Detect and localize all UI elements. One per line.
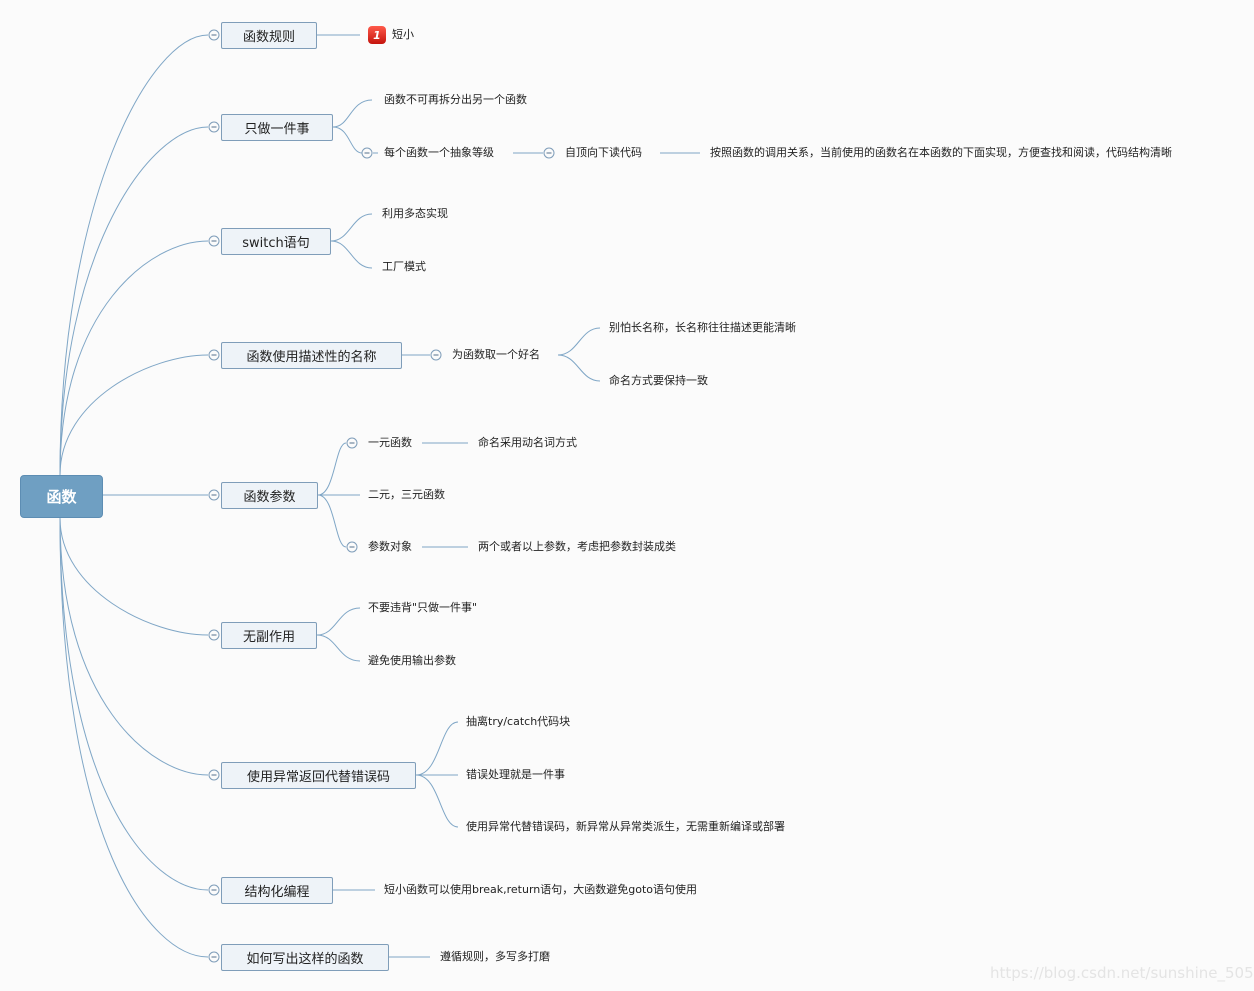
collapse-toggle-icon[interactable] <box>208 489 220 501</box>
collapse-toggle-icon[interactable] <box>346 541 358 553</box>
leaf-top-down-reading[interactable]: 自顶向下读代码 <box>565 146 642 159</box>
collapse-toggle-icon[interactable] <box>208 629 220 641</box>
leaf-dyadic-triadic[interactable]: 二元，三元函数 <box>368 488 445 501</box>
collapse-toggle-icon[interactable] <box>208 235 220 247</box>
topic-do-one-thing[interactable]: 只做一件事 <box>221 114 333 141</box>
leaf-no-further-split[interactable]: 函数不可再拆分出另一个函数 <box>384 93 527 106</box>
leaf-error-handling-is-one-thing[interactable]: 错误处理就是一件事 <box>466 768 565 781</box>
collapse-toggle-icon[interactable] <box>361 147 373 159</box>
leaf-avoid-output-args[interactable]: 避免使用输出参数 <box>368 654 456 667</box>
topic-descriptive-names[interactable]: 函数使用描述性的名称 <box>221 342 402 369</box>
leaf-short[interactable]: 短小 <box>392 28 414 41</box>
leaf-follow-rules[interactable]: 遵循规则，多写多打磨 <box>440 950 550 963</box>
topic-no-side-effects[interactable]: 无副作用 <box>221 622 317 649</box>
topic-switch-statement[interactable]: switch语句 <box>221 228 331 255</box>
topic-function-rules[interactable]: 函数规则 <box>221 22 317 49</box>
root-topic[interactable]: 函数 <box>20 475 103 518</box>
leaf-exceptions-derive[interactable]: 使用异常代替错误码，新异常从异常类派生，无需重新编译或部署 <box>466 820 785 833</box>
leaf-long-names-ok[interactable]: 别怕长名称，长名称往往描述更能清晰 <box>609 321 796 334</box>
leaf-call-order-explanation[interactable]: 按照函数的调用关系，当前使用的函数名在本函数的下面实现，方便查找和阅读，代码结构… <box>710 146 1172 159</box>
topic-how-to-write[interactable]: 如何写出这样的函数 <box>221 944 389 971</box>
topic-function-arguments[interactable]: 函数参数 <box>221 482 318 509</box>
collapse-toggle-icon[interactable] <box>208 769 220 781</box>
leaf-use-polymorphism[interactable]: 利用多态实现 <box>382 207 448 220</box>
leaf-wrap-args-in-class[interactable]: 两个或者以上参数，考虑把参数封装成类 <box>478 540 676 553</box>
collapse-toggle-icon[interactable] <box>430 349 442 361</box>
leaf-monadic[interactable]: 一元函数 <box>368 436 412 449</box>
leaf-good-name[interactable]: 为函数取一个好名 <box>452 348 540 361</box>
collapse-toggle-icon[interactable] <box>208 349 220 361</box>
leaf-one-abstraction-level[interactable]: 每个函数一个抽象等级 <box>384 146 494 159</box>
leaf-break-return-goto[interactable]: 短小函数可以使用break,return语句，大函数避免goto语句使用 <box>384 883 698 896</box>
collapse-toggle-icon[interactable] <box>346 437 358 449</box>
collapse-toggle-icon[interactable] <box>208 121 220 133</box>
leaf-argument-objects[interactable]: 参数对象 <box>368 540 412 553</box>
topic-exceptions-over-error-codes[interactable]: 使用异常返回代替错误码 <box>221 762 416 789</box>
collapse-toggle-icon[interactable] <box>208 951 220 963</box>
priority-1-icon: 1 <box>368 26 386 44</box>
topic-structured-programming[interactable]: 结构化编程 <box>221 877 333 904</box>
leaf-verb-noun-naming[interactable]: 命名采用动名词方式 <box>478 436 577 449</box>
collapse-toggle-icon[interactable] <box>208 29 220 41</box>
leaf-dont-violate-one-thing[interactable]: 不要违背"只做一件事" <box>368 601 478 614</box>
collapse-toggle-icon[interactable] <box>543 147 555 159</box>
watermark: https://blog.csdn.net/sunshine_505 <box>990 964 1254 982</box>
leaf-consistent-naming[interactable]: 命名方式要保持一致 <box>609 374 708 387</box>
leaf-factory-pattern[interactable]: 工厂模式 <box>382 260 426 273</box>
leaf-extract-try-catch[interactable]: 抽离try/catch代码块 <box>466 715 571 728</box>
collapse-toggle-icon[interactable] <box>208 884 220 896</box>
